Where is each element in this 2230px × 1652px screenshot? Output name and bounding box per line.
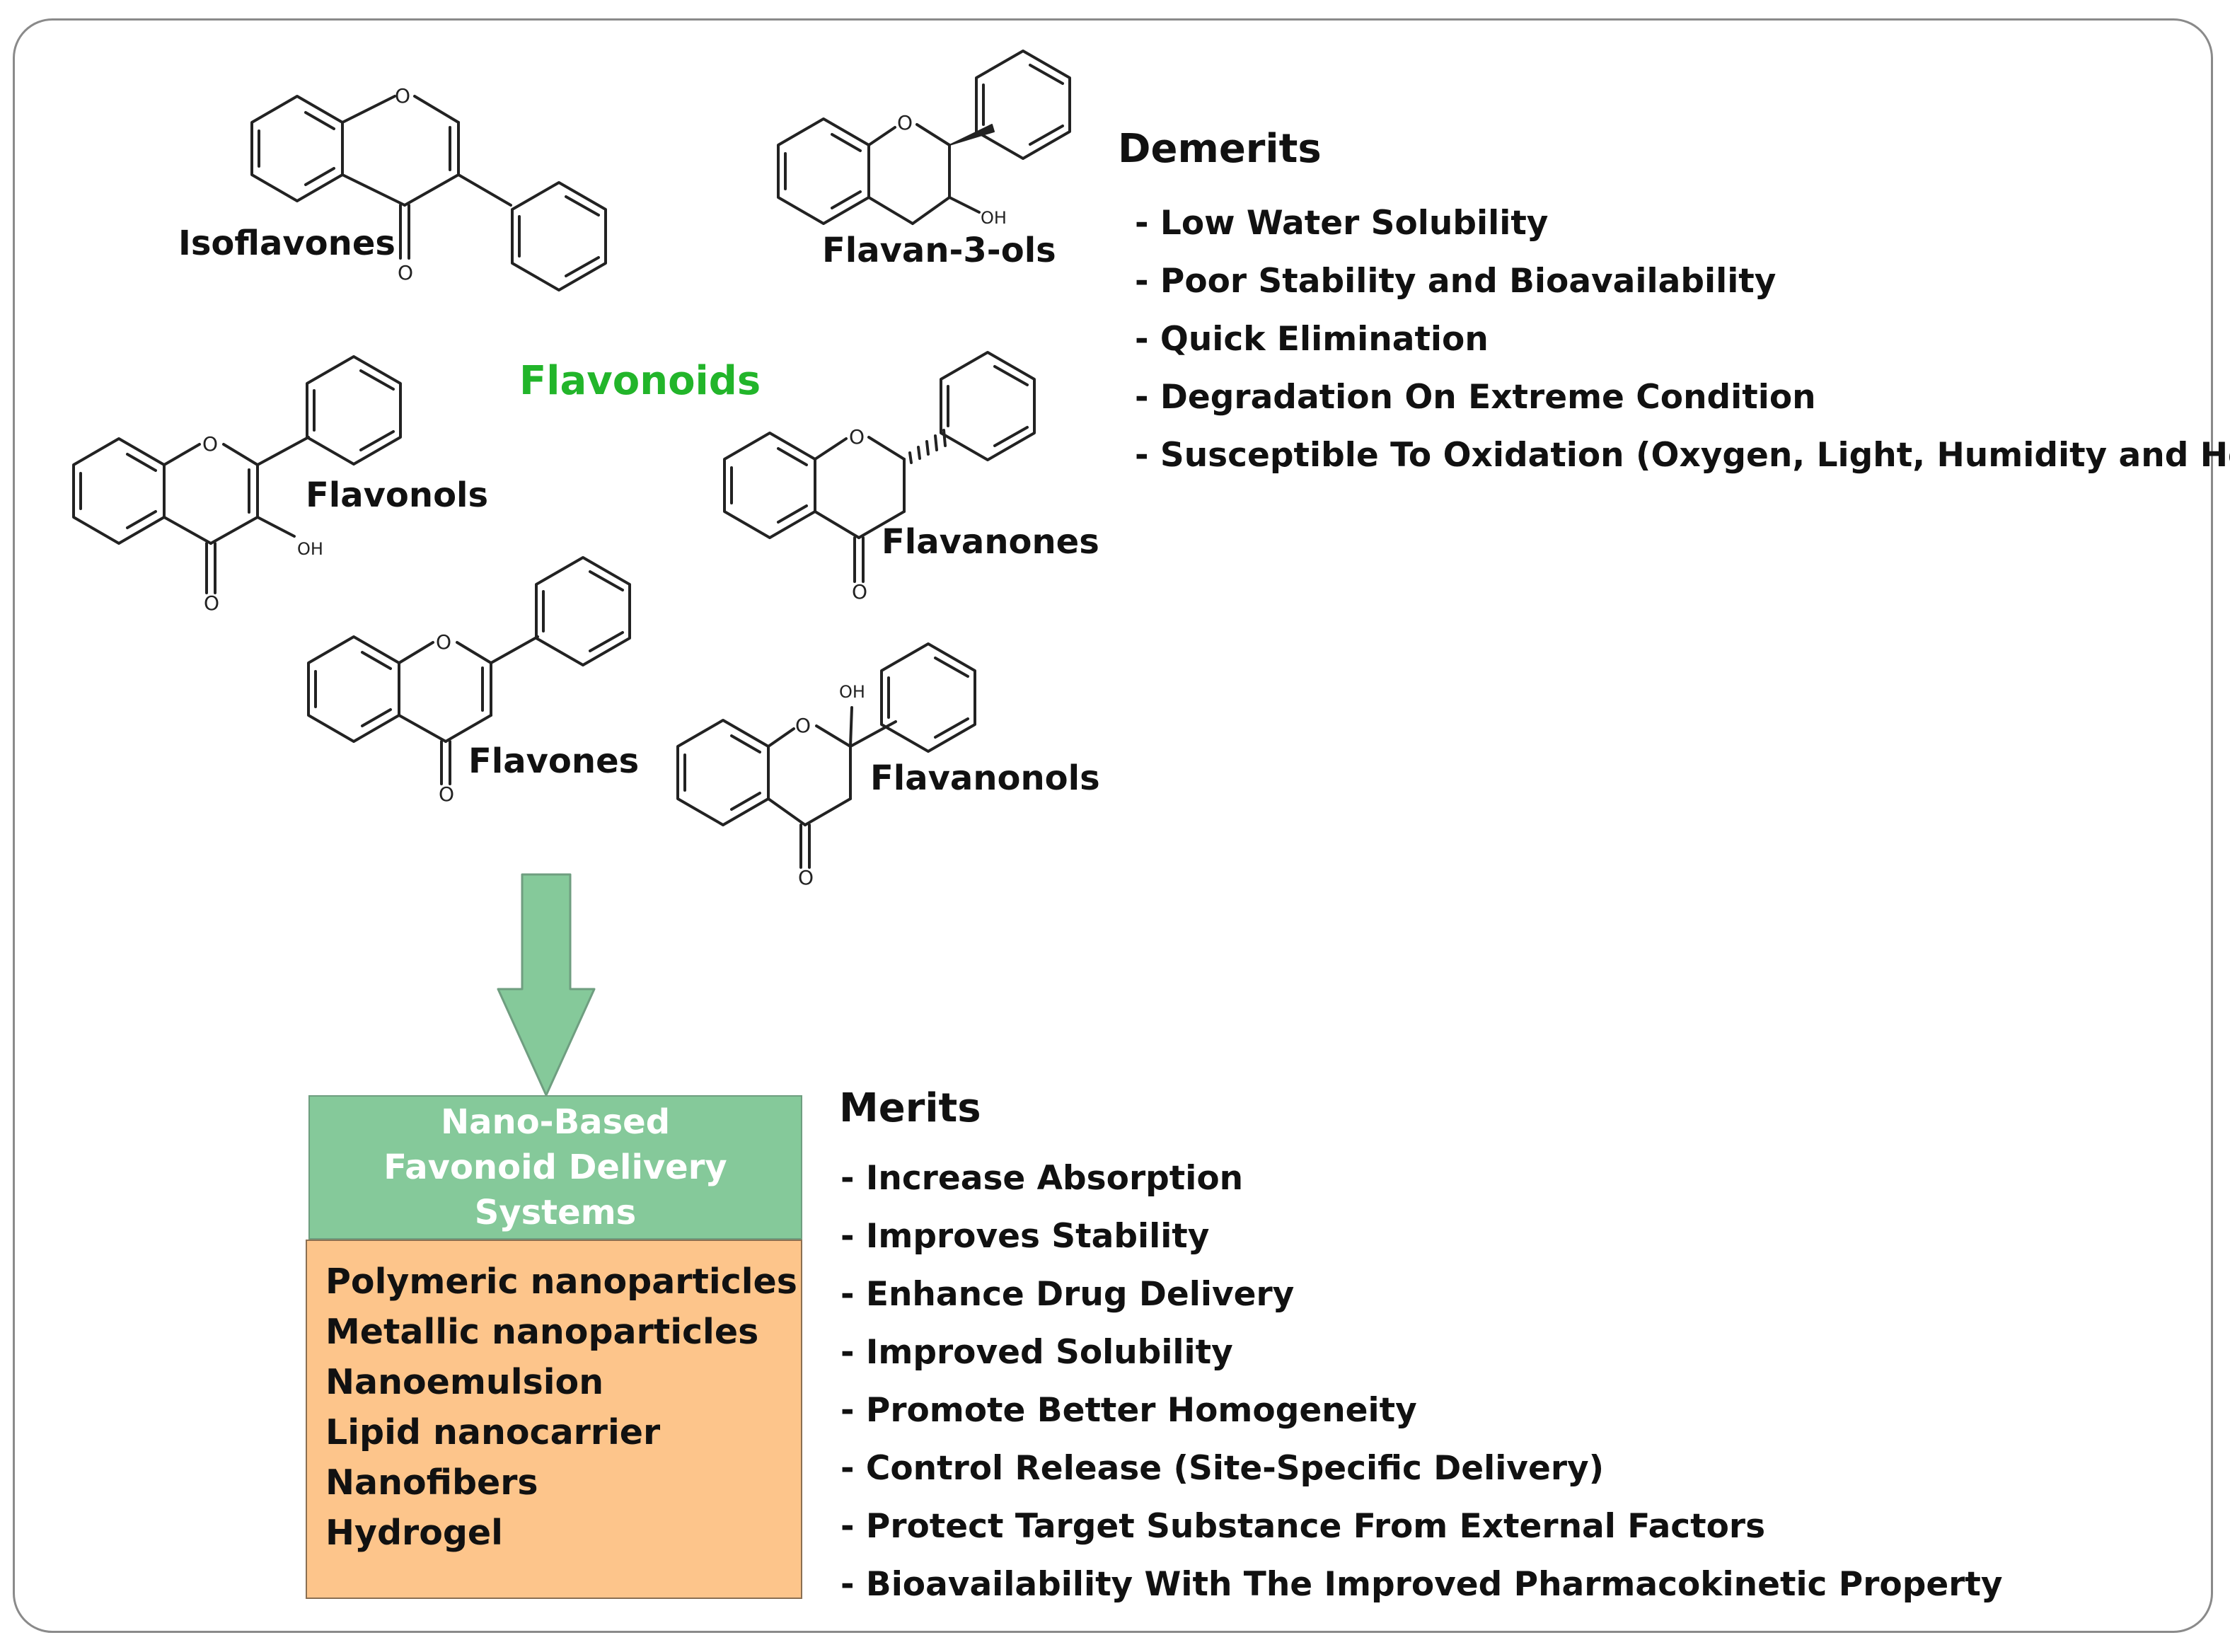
- flavones-structure: O O: [307, 556, 631, 806]
- structure-label-flavanones: Flavanones: [882, 522, 1099, 562]
- delivery-item: Metallic nanoparticles: [325, 1312, 759, 1352]
- svg-text:O: O: [436, 630, 451, 654]
- flavanonols-structure: O OH O: [676, 642, 976, 889]
- delivery-item: Hydrogel: [325, 1513, 503, 1553]
- demerits-heading: Demerits: [1118, 126, 1322, 172]
- demerit-item: - Quick Elimination: [1135, 320, 1489, 359]
- flavanones-structure: O O: [723, 351, 1036, 603]
- flavonoids-title: Flavonoids: [519, 358, 761, 404]
- down-arrow: [497, 873, 596, 1097]
- merits-heading: Merits: [839, 1085, 981, 1131]
- demerit-item: - Degradation On Extreme Condition: [1135, 378, 1816, 417]
- merit-item: - Bioavailability With The Improved Phar…: [840, 1565, 2003, 1604]
- figure-frame: [13, 18, 2213, 1633]
- demerit-item: - Poor Stability and Bioavailability: [1135, 262, 1777, 301]
- merit-item: - Promote Better Homogeneity: [840, 1391, 1417, 1430]
- svg-text:O: O: [395, 84, 410, 108]
- structure-label-flavanonols: Flavanonols: [870, 758, 1100, 798]
- delivery-item: Polymeric nanoparticles: [325, 1261, 797, 1302]
- svg-text:OH: OH: [981, 208, 1007, 228]
- isoflavones-structure: O O: [250, 84, 607, 291]
- structure-label-flavan-3-ols: Flavan-3-ols: [822, 231, 1056, 270]
- flavan-3-ols-structure: O OH: [777, 50, 1071, 228]
- svg-text:OH: OH: [839, 682, 865, 702]
- structure-label-flavones: Flavones: [468, 741, 640, 781]
- svg-text:OH: OH: [297, 539, 323, 559]
- structure-label-flavonols: Flavonols: [306, 475, 489, 515]
- delivery-item: Lipid nanocarrier: [325, 1412, 661, 1452]
- merit-item: - Increase Absorption: [840, 1159, 1244, 1198]
- svg-text:O: O: [897, 111, 913, 134]
- svg-text:O: O: [202, 432, 218, 456]
- svg-text:O: O: [439, 782, 454, 806]
- structure-label-isoflavones: Isoflavones: [178, 224, 395, 263]
- delivery-title-line2: Favonoid Delivery Systems: [383, 1148, 727, 1232]
- merit-item: - Enhance Drug Delivery: [840, 1275, 1295, 1314]
- svg-text:O: O: [204, 591, 219, 615]
- demerit-item: - Low Water Solubility: [1135, 204, 1549, 243]
- svg-text:O: O: [849, 425, 865, 449]
- merit-item: - Improved Solubility: [840, 1333, 1233, 1372]
- delivery-systems-list: Polymeric nanoparticles Metallic nanopar…: [306, 1240, 802, 1599]
- delivery-item: Nanoemulsion: [325, 1362, 604, 1402]
- demerit-item: - Susceptible To Oxidation (Oxygen, Ligh…: [1135, 436, 2230, 475]
- svg-text:O: O: [798, 866, 814, 889]
- delivery-systems-header: Nano-Based Favonoid Delivery Systems: [308, 1095, 802, 1240]
- merit-item: - Protect Target Substance From External…: [840, 1507, 1766, 1546]
- flavonols-structure: O OH O: [72, 355, 402, 615]
- merit-item: - Improves Stability: [840, 1217, 1210, 1256]
- svg-text:O: O: [795, 714, 811, 737]
- merit-item: - Control Release (Site-Specific Deliver…: [840, 1449, 1605, 1488]
- svg-text:O: O: [398, 261, 413, 284]
- delivery-title-line1: Nano-Based: [440, 1102, 671, 1142]
- delivery-item: Nanofibers: [325, 1462, 538, 1503]
- svg-text:O: O: [852, 580, 867, 603]
